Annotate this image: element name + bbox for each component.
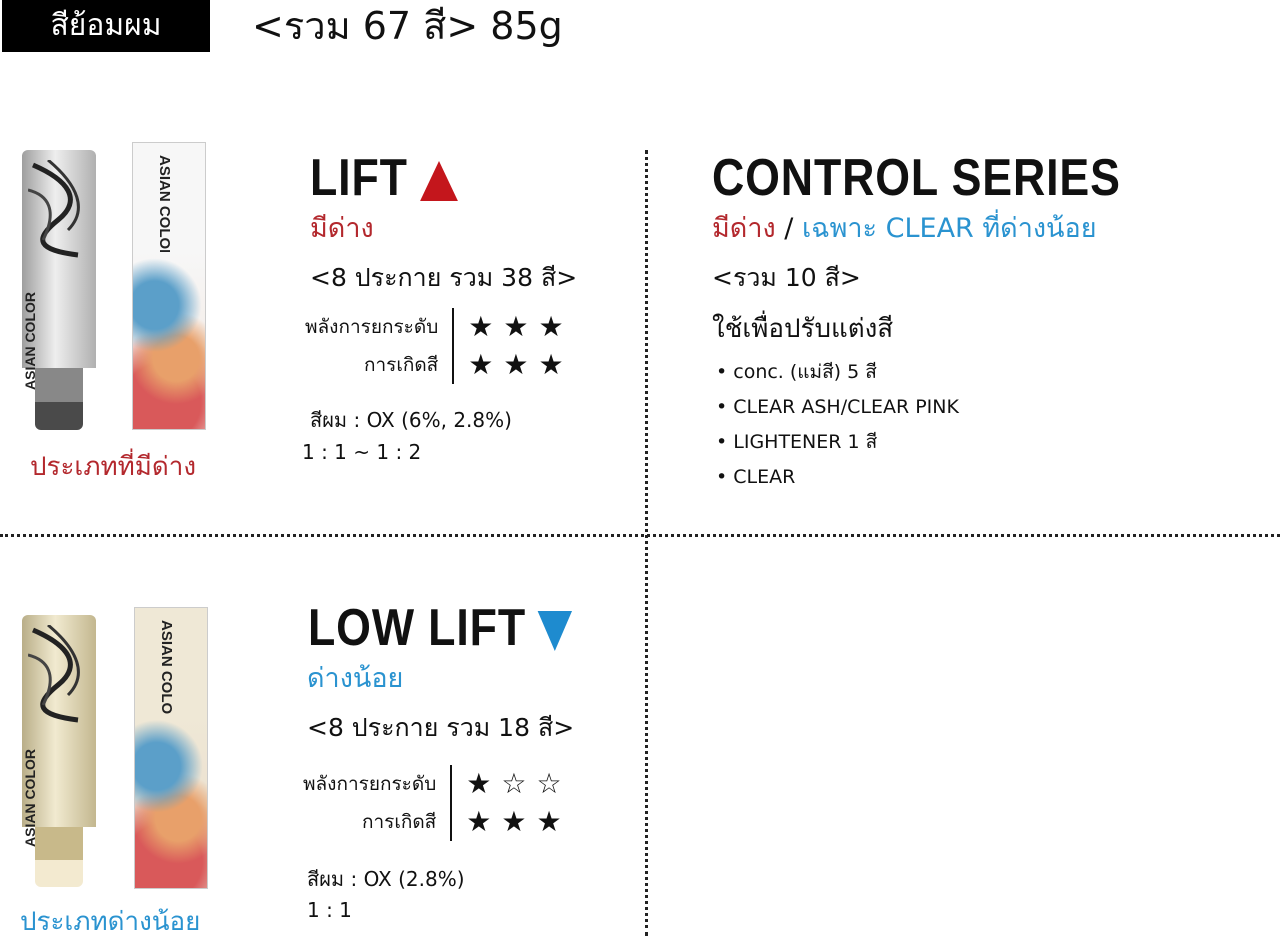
low-lift-product-image: ASIAN COLOR ASIAN COLOR bbox=[18, 605, 218, 895]
lift-box-label: ASIAN COLOR bbox=[156, 155, 173, 260]
lift-count: <8 ประกาย รวม 38 สี> bbox=[310, 263, 578, 292]
category-badge: สีย้อมผม bbox=[2, 0, 210, 52]
lift-tube-swirl-graphic bbox=[28, 160, 80, 258]
low-lift-rating-table: พลังการยกระดับ การเกิดสี ★☆☆ ★★★ bbox=[303, 765, 572, 841]
low-lift-box: ASIAN COLOR bbox=[134, 607, 208, 889]
control-subtitle-alkaline: มีด่าง bbox=[712, 213, 776, 244]
list-item: CLEAR bbox=[716, 460, 959, 495]
low-lift-caption: ประเภทด่างน้อย bbox=[20, 907, 201, 937]
lift-box-splash bbox=[133, 251, 205, 429]
lift-product-image: ASIAN COLOR ASIAN COLOR bbox=[18, 140, 218, 440]
color-result-stars: ★★★ bbox=[468, 348, 574, 381]
control-subtitle-separator: / bbox=[775, 213, 802, 244]
control-series-title: CONTROL SERIES bbox=[712, 149, 1121, 207]
vertical-divider bbox=[645, 150, 648, 936]
low-lift-box-splash bbox=[135, 714, 207, 888]
control-subtitle: มีด่าง / เฉพาะ CLEAR ที่ด่างน้อย bbox=[712, 212, 1097, 246]
lift-rating-table: พลังการยกระดับ การเกิดสี ★★★ ★★★ bbox=[305, 308, 574, 384]
low-lift-box-label: ASIAN COLOR bbox=[158, 620, 175, 725]
lift-tube-label: ASIAN COLOR bbox=[22, 292, 38, 390]
low-lift-tube-body bbox=[22, 615, 96, 828]
control-purpose: ใช้เพื่อปรับแต่งสี bbox=[712, 314, 894, 344]
low-lift-rating-labels: พลังการยกระดับ การเกิดสี bbox=[303, 765, 453, 841]
low-lift-tube-neck bbox=[35, 827, 83, 860]
color-result-label: การเกิดสี bbox=[363, 354, 439, 376]
lift-tube-cap bbox=[35, 402, 83, 430]
list-item: CLEAR ASH/CLEAR PINK bbox=[716, 390, 959, 425]
lift-box: ASIAN COLOR bbox=[132, 142, 206, 430]
low-lift-subtitle: ด่างน้อย bbox=[307, 663, 404, 694]
low-lift-tube: ASIAN COLOR bbox=[22, 615, 96, 887]
lift-caption: ประเภทที่มีด่าง bbox=[30, 452, 197, 482]
lift-tube: ASIAN COLOR bbox=[22, 150, 96, 430]
low-lift-rating-stars: ★☆☆ ★★★ bbox=[452, 765, 571, 841]
lift-power-label: พลังการยกระดับ bbox=[303, 773, 437, 795]
low-lift-ratio: 1 : 1 bbox=[307, 898, 352, 922]
lift-title: LIFT bbox=[310, 148, 458, 208]
list-item: LIGHTENER 1 สี bbox=[716, 425, 959, 460]
lift-subtitle: มีด่าง bbox=[310, 213, 374, 244]
lift-power-stars: ★★★ bbox=[468, 310, 574, 343]
down-triangle-icon bbox=[538, 611, 573, 652]
low-lift-tube-label: ASIAN COLOR bbox=[22, 749, 38, 847]
lift-tube-body bbox=[22, 150, 96, 369]
lift-tube-neck bbox=[35, 368, 83, 402]
up-triangle-icon bbox=[419, 161, 458, 202]
color-result-label: การเกิดสี bbox=[361, 811, 437, 833]
low-lift-developer: สีผม : OX (2.8%) bbox=[307, 867, 465, 891]
lift-ratio: 1 : 1 ~ 1 : 2 bbox=[302, 440, 422, 464]
total-colors-heading: <รวม 67 สี> 85g bbox=[252, 4, 563, 48]
list-item: conc. (แม่สี) 5 สี bbox=[716, 355, 959, 390]
control-count: <รวม 10 สี> bbox=[712, 263, 861, 292]
horizontal-divider bbox=[0, 534, 1280, 537]
control-subtitle-low-alkaline: เฉพาะ CLEAR ที่ด่างน้อย bbox=[801, 213, 1097, 244]
lift-title-text: LIFT bbox=[310, 149, 408, 207]
lift-rating-stars: ★★★ ★★★ bbox=[454, 308, 573, 384]
lift-rating-labels: พลังการยกระดับ การเกิดสี bbox=[305, 308, 455, 384]
low-lift-title-text: LOW LIFT bbox=[308, 599, 526, 657]
low-lift-count: <8 ประกาย รวม 18 สี> bbox=[307, 713, 575, 742]
lift-power-stars: ★☆☆ bbox=[466, 767, 572, 800]
control-item-list: conc. (แม่สี) 5 สี CLEAR ASH/CLEAR PINK … bbox=[716, 355, 959, 495]
lift-power-label: พลังการยกระดับ bbox=[305, 316, 439, 338]
low-lift-tube-swirl-graphic bbox=[28, 625, 80, 723]
low-lift-tube-cap bbox=[35, 859, 83, 887]
lift-developer: สีผม : OX (6%, 2.8%) bbox=[310, 408, 512, 432]
color-result-stars: ★★★ bbox=[466, 805, 572, 838]
low-lift-title: LOW LIFT bbox=[308, 598, 573, 658]
